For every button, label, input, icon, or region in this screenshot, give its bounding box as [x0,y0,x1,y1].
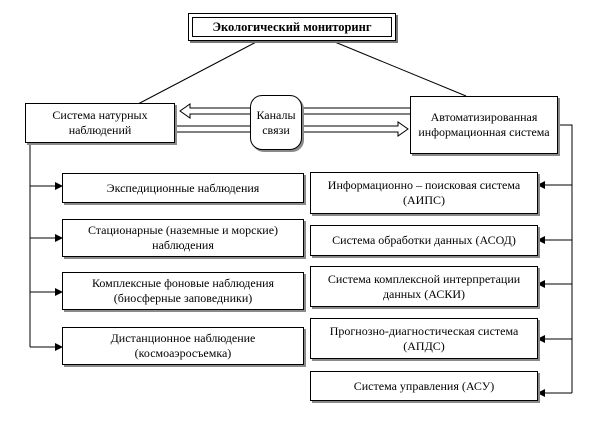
left-system-box: Система натурных наблюдений [25,103,175,143]
right-item-aski: Система комплексной интерпретации данных… [310,266,538,307]
channels-box: Каналы связи [250,95,302,150]
hollow-arrow-right [175,121,409,137]
right-item-label: Система комплексной интерпретации данных… [327,271,521,301]
left-item-background: Комплексные фоновые наблюдения (биосферн… [62,272,304,310]
right-item-label: Информационно – поисковая система (АИПС) [327,178,521,207]
title-to-left-line [137,39,261,105]
right-system-box: Автоматизированная информационная систем… [410,96,558,154]
title-inner-frame [192,17,392,37]
left-item-remote: Дистанционное наблюдение (космоаэросъемк… [62,327,304,365]
channels-label: Каналы связи [256,107,296,137]
left-item-label: Экспедиционные наблюдения [106,180,260,195]
left-system-label: Система натурных наблюдений [52,108,148,137]
right-item-asod: Система обработки данных (АСОД) [310,225,538,256]
left-item-expedition: Экспедиционные наблюдения [62,173,304,203]
left-item-label: Комплексные фоновые наблюдения (биосферн… [91,276,275,305]
right-item-label: Система обработки данных (АСОД) [332,233,516,247]
right-system-label: Автоматизированная информационная систем… [418,110,550,139]
right-item-asu: Система управления (АСУ) [310,371,538,401]
right-bus-line [558,124,573,393]
title-box: Экологический мониторинг [188,13,396,41]
hollow-arrow-left [179,103,410,119]
left-item-label: Стационарные (наземные и морские) наблюд… [87,223,279,252]
left-item-stationary: Стационарные (наземные и морские) наблюд… [62,219,304,257]
title-label: Экологический мониторинг [212,19,372,34]
title-to-right-line [329,39,467,97]
right-item-label: Прогнозно-диагностическая система (АПДС) [329,323,519,353]
right-item-label: Система управления (АСУ) [353,378,495,393]
right-item-apds: Прогнозно-диагностическая система (АПДС) [310,318,538,359]
left-item-label: Дистанционное наблюдение (космоаэросъемк… [110,331,256,360]
right-item-aips: Информационно – поисковая система (АИПС) [310,172,538,214]
